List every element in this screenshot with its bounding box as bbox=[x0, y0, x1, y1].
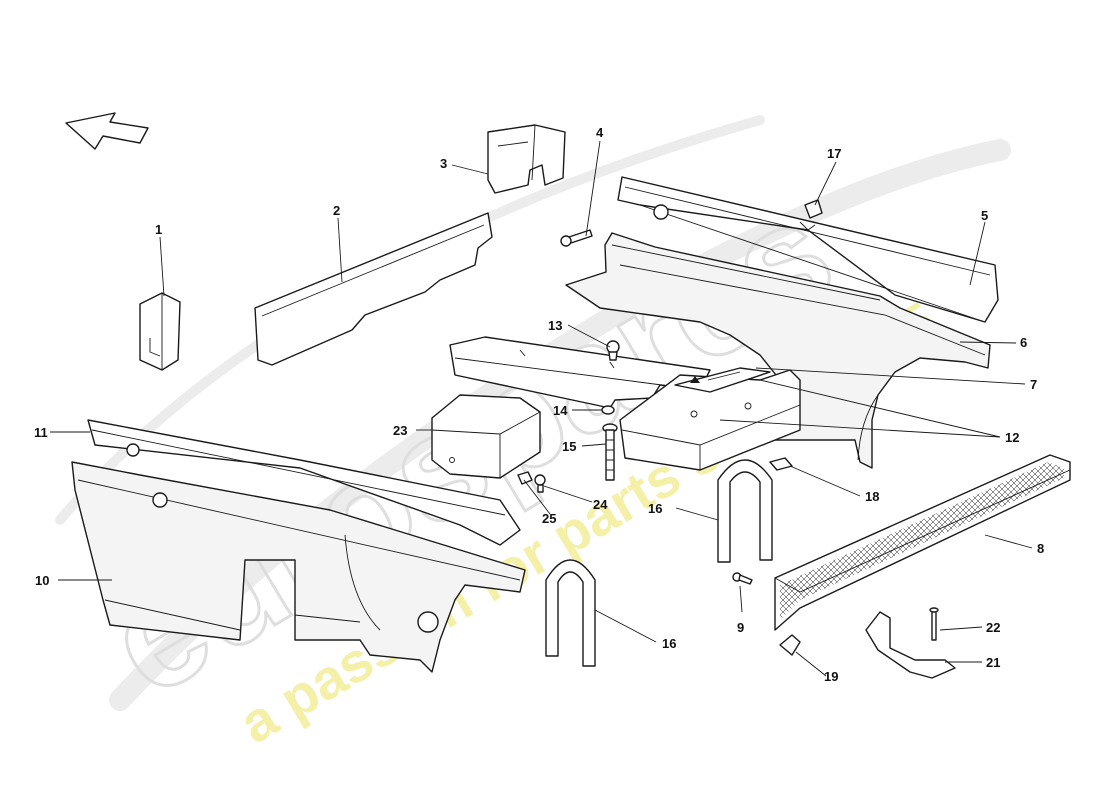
part-16-seal-upper bbox=[717, 459, 773, 563]
part-18-clip bbox=[769, 457, 793, 471]
callout-19: 19 bbox=[824, 669, 838, 684]
callout-4: 4 bbox=[596, 125, 604, 140]
part-14-nut bbox=[601, 405, 615, 415]
callout-labels: 1 2 3 4 5 6 7 8 9 10 11 12 13 14 15 16 1… bbox=[34, 125, 1044, 684]
callout-11: 11 bbox=[34, 425, 48, 440]
callout-6: 6 bbox=[1020, 335, 1027, 350]
callout-12: 12 bbox=[1005, 430, 1019, 445]
callout-18: 18 bbox=[865, 489, 879, 504]
callout-23: 23 bbox=[393, 423, 407, 438]
callout-8: 8 bbox=[1037, 541, 1044, 556]
part-11-trim bbox=[87, 419, 521, 546]
part-4-bolt bbox=[560, 229, 593, 247]
part-9-screw bbox=[732, 572, 753, 585]
callout-25: 25 bbox=[542, 511, 556, 526]
part-15-bolt bbox=[602, 423, 618, 481]
part-17-clip bbox=[804, 199, 823, 219]
callout-15: 15 bbox=[562, 439, 576, 454]
callout-14: 14 bbox=[553, 403, 568, 418]
callout-24: 24 bbox=[593, 497, 608, 512]
part-10-lower-panel bbox=[71, 461, 526, 673]
callout-5: 5 bbox=[981, 208, 988, 223]
callout-16-upper: 16 bbox=[648, 501, 662, 516]
part-8-mesh-grille bbox=[774, 454, 1071, 631]
callout-3: 3 bbox=[440, 156, 447, 171]
part-19-clip bbox=[779, 634, 801, 656]
part-24-screw bbox=[534, 474, 546, 493]
part-13-bolt bbox=[606, 340, 620, 361]
callout-1: 1 bbox=[155, 222, 162, 237]
callout-13: 13 bbox=[548, 318, 562, 333]
callout-2: 2 bbox=[333, 203, 340, 218]
callout-7: 7 bbox=[1030, 377, 1037, 392]
callout-21: 21 bbox=[986, 655, 1000, 670]
part-2-panel bbox=[254, 212, 493, 366]
part-7-label-plate bbox=[674, 367, 771, 393]
part-12-box bbox=[449, 336, 801, 471]
callout-10: 10 bbox=[35, 573, 49, 588]
part-25-nut bbox=[517, 471, 533, 485]
leader-lines bbox=[50, 140, 1033, 677]
part-6-fender-panel bbox=[565, 232, 991, 469]
callout-16-lower: 16 bbox=[662, 636, 676, 651]
part-3-bracket bbox=[487, 124, 566, 194]
part-22-pin bbox=[929, 607, 939, 641]
part-21-bracket bbox=[865, 611, 956, 679]
callout-9: 9 bbox=[737, 620, 744, 635]
part-23-cover bbox=[431, 394, 541, 479]
arrow-left-icon bbox=[65, 112, 149, 150]
part-5-trim bbox=[617, 176, 999, 323]
callout-17: 17 bbox=[827, 146, 841, 161]
callout-22: 22 bbox=[986, 620, 1000, 635]
part-16-seal-lower bbox=[545, 559, 596, 667]
part-1-bracket bbox=[139, 292, 181, 371]
